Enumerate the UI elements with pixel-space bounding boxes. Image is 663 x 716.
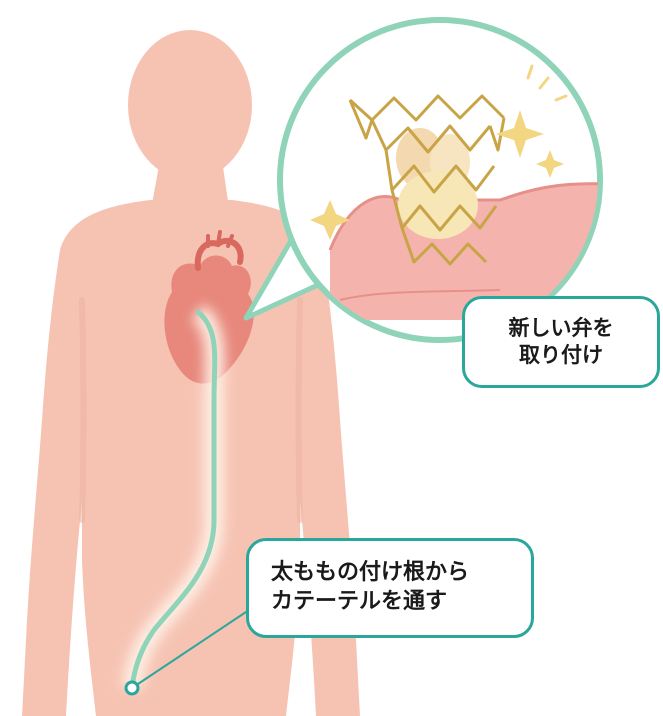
arm-shadow-left — [82, 300, 84, 520]
zoom-bubble — [280, 20, 620, 340]
catheter-callout-line2: カテーテルを通す — [271, 588, 447, 617]
head — [128, 30, 252, 180]
insertion-point — [126, 682, 138, 694]
valve-callout-line1: 新しい弁を — [509, 315, 614, 342]
catheter-callout-line1: 太ももの付け根から — [271, 559, 469, 588]
catheter-callout: 太ももの付け根から カテーテルを通す — [246, 538, 534, 638]
valve-callout: 新しい弁を 取り付け — [462, 296, 660, 388]
valve-callout-line2: 取り付け — [519, 342, 603, 369]
arm-shadow-right — [299, 300, 301, 520]
